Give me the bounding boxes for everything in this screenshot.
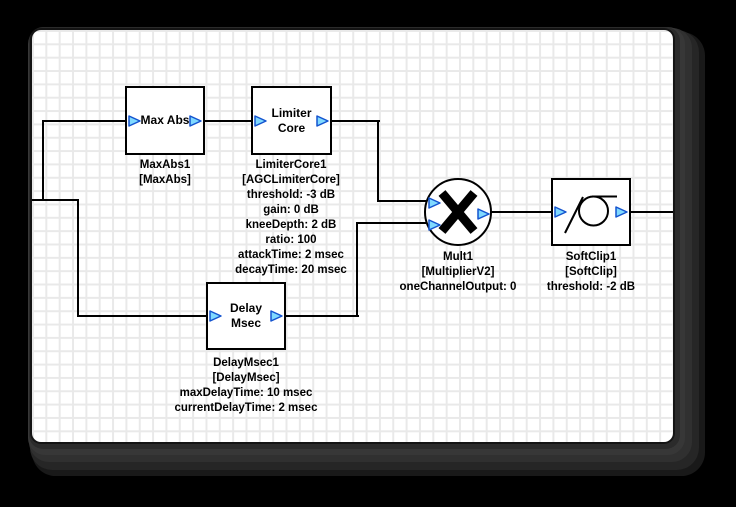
class-name: [MultiplierV2] bbox=[421, 266, 495, 278]
output-pin[interactable] bbox=[615, 206, 628, 218]
param-onechanneloutput: oneChannelOutput: 0 bbox=[399, 281, 517, 293]
instance-name: Mult1 bbox=[442, 251, 474, 263]
block-limiter-core[interactable]: Limiter Core bbox=[251, 86, 332, 155]
wire-limiter-out-h1[interactable] bbox=[330, 120, 380, 122]
output-pin[interactable] bbox=[270, 310, 283, 322]
input-pin[interactable] bbox=[209, 310, 222, 322]
param-attacktime: attackTime: 2 msec bbox=[238, 249, 344, 261]
block-labels-limiter-core: LimiterCore1 [AGCLimiterCore] threshold:… bbox=[196, 158, 386, 278]
block-labels-maxabs: MaxAbs1 [MaxAbs] bbox=[85, 158, 245, 188]
wire-limiter-to-mult[interactable] bbox=[377, 200, 426, 202]
instance-name: LimiterCore1 bbox=[255, 159, 327, 171]
wire-softclip-to-out[interactable] bbox=[629, 211, 673, 213]
block-title: Max Abs bbox=[140, 113, 190, 127]
wire-input-main[interactable] bbox=[32, 199, 79, 201]
param-maxdelaytime: maxDelayTime: 10 msec bbox=[179, 387, 313, 399]
class-name: [AGCLimiterCore] bbox=[242, 174, 340, 186]
input-pin[interactable] bbox=[428, 219, 441, 231]
block-title: Limiter Core bbox=[271, 105, 312, 135]
param-kneedepth: kneeDepth: 2 dB bbox=[245, 219, 337, 231]
wire-input-branch-down[interactable] bbox=[77, 199, 79, 317]
param-threshold: threshold: -3 dB bbox=[246, 189, 336, 201]
block-delay-msec[interactable]: Delay Msec bbox=[206, 282, 286, 350]
block-labels-mult: Mult1 [MultiplierV2] oneChannelOutput: 0 bbox=[363, 250, 553, 295]
class-name: [MaxAbs] bbox=[139, 174, 191, 186]
wire-input-to-maxabs[interactable] bbox=[42, 120, 127, 122]
input-pin[interactable] bbox=[128, 114, 141, 127]
multiply-x-icon bbox=[438, 190, 478, 234]
schematic-canvas[interactable]: Max Abs MaxAbs1 [MaxAbs] Limiter Core Li… bbox=[32, 30, 673, 442]
input-pin[interactable] bbox=[254, 114, 267, 127]
wire-delay-out-h1[interactable] bbox=[284, 315, 359, 317]
wire-delay-to-mult[interactable] bbox=[356, 222, 426, 224]
param-gain: gain: 0 dB bbox=[263, 204, 319, 216]
input-pin[interactable] bbox=[554, 206, 567, 218]
wire-limiter-out-v[interactable] bbox=[377, 120, 379, 202]
wire-mult-to-softclip[interactable] bbox=[490, 211, 553, 213]
wire-maxabs-to-limiter[interactable] bbox=[203, 120, 253, 122]
instance-name: MaxAbs1 bbox=[139, 159, 191, 171]
param-threshold: threshold: -2 dB bbox=[546, 281, 636, 293]
output-pin[interactable] bbox=[316, 114, 329, 127]
block-softclip[interactable] bbox=[551, 178, 631, 246]
block-mult[interactable] bbox=[424, 178, 492, 246]
wire-delay-out-v[interactable] bbox=[356, 222, 358, 317]
wire-input-branch-up[interactable] bbox=[42, 120, 44, 201]
param-ratio: ratio: 100 bbox=[265, 234, 317, 246]
wire-input-to-delay[interactable] bbox=[77, 315, 208, 317]
output-pin[interactable] bbox=[189, 114, 202, 127]
instance-name: SoftClip1 bbox=[565, 251, 617, 263]
block-maxabs[interactable]: Max Abs bbox=[125, 86, 205, 155]
block-labels-delay-msec: DelayMsec1 [DelayMsec] maxDelayTime: 10 … bbox=[151, 356, 341, 416]
output-pin[interactable] bbox=[477, 208, 490, 220]
class-name: [DelayMsec] bbox=[212, 372, 280, 384]
block-title: Delay Msec bbox=[229, 301, 263, 330]
param-currentdelaytime: currentDelayTime: 2 msec bbox=[174, 402, 318, 414]
param-decaytime: decayTime: 20 msec bbox=[235, 264, 347, 276]
class-name: [SoftClip] bbox=[565, 266, 617, 278]
input-pin[interactable] bbox=[428, 197, 441, 209]
block-labels-softclip: SoftClip1 [SoftClip] threshold: -2 dB bbox=[496, 250, 686, 295]
instance-name: DelayMsec1 bbox=[213, 357, 279, 369]
softclip-curve-icon bbox=[564, 195, 617, 234]
